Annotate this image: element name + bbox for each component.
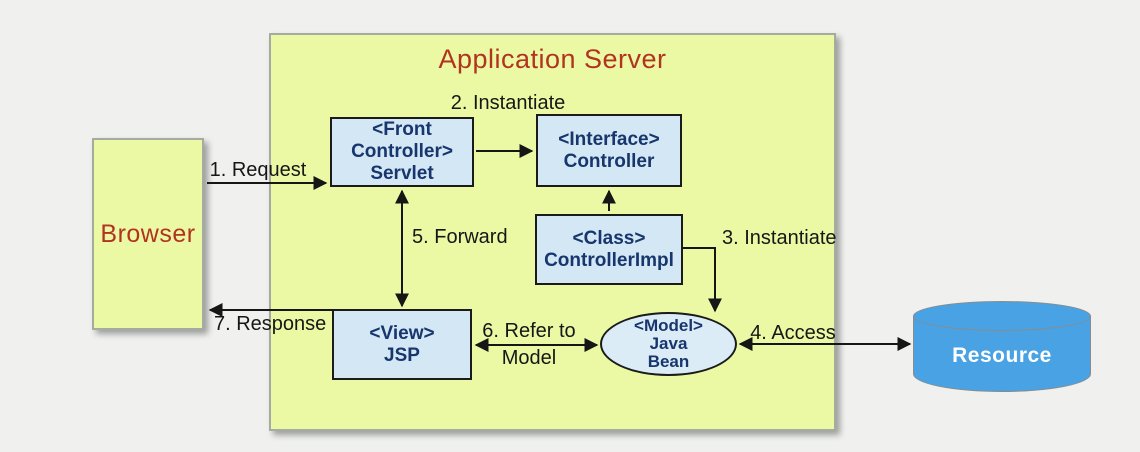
servlet-line: Servlet — [370, 163, 434, 184]
front-controller-servlet-node: <Front Controller> Servlet — [330, 117, 474, 187]
resource-label: Resource — [952, 344, 1052, 367]
interface-controller-node: <Interface> Controller — [536, 114, 682, 187]
jsp-line: <View> — [369, 322, 435, 344]
controllerimpl-line: <Class> — [572, 227, 646, 249]
browser-label: Browser — [100, 219, 196, 248]
view-jsp-node: <View> JSP — [332, 309, 472, 380]
forward-label: 5. Forward — [412, 226, 508, 248]
instantiate-controller-label: 2. Instantiate — [450, 92, 566, 114]
controller-line: <Interface> — [558, 128, 660, 150]
servlet-line: Controller> — [351, 141, 453, 162]
instantiate-model-label: 3. Instantiate — [722, 227, 837, 249]
model-java-bean-node: <Model> Java Bean — [600, 312, 737, 376]
request-label: 1. Request — [209, 159, 307, 181]
jsp-line: JSP — [384, 344, 420, 366]
controller-line: Controller — [563, 150, 655, 172]
application-server-title: Application Server — [438, 44, 667, 74]
servlet-line: <Front — [372, 119, 432, 140]
refer-to-model-label-line2: Model — [501, 347, 557, 369]
refer-to-model-label-line1: 6. Refer to — [482, 320, 576, 342]
response-label: 7. Response — [214, 313, 327, 335]
model-line: <Model> — [634, 316, 703, 335]
browser-node: Browser — [92, 138, 204, 330]
cylinder-top — [913, 301, 1091, 331]
model-line: Bean — [647, 352, 690, 371]
resource-node: Resource — [913, 301, 1091, 392]
class-controllerimpl-node: <Class> ControllerImpl — [535, 214, 683, 285]
controllerimpl-line: ControllerImpl — [544, 249, 674, 271]
model-line: Java — [649, 334, 688, 353]
access-label: 4. Access — [750, 322, 836, 344]
